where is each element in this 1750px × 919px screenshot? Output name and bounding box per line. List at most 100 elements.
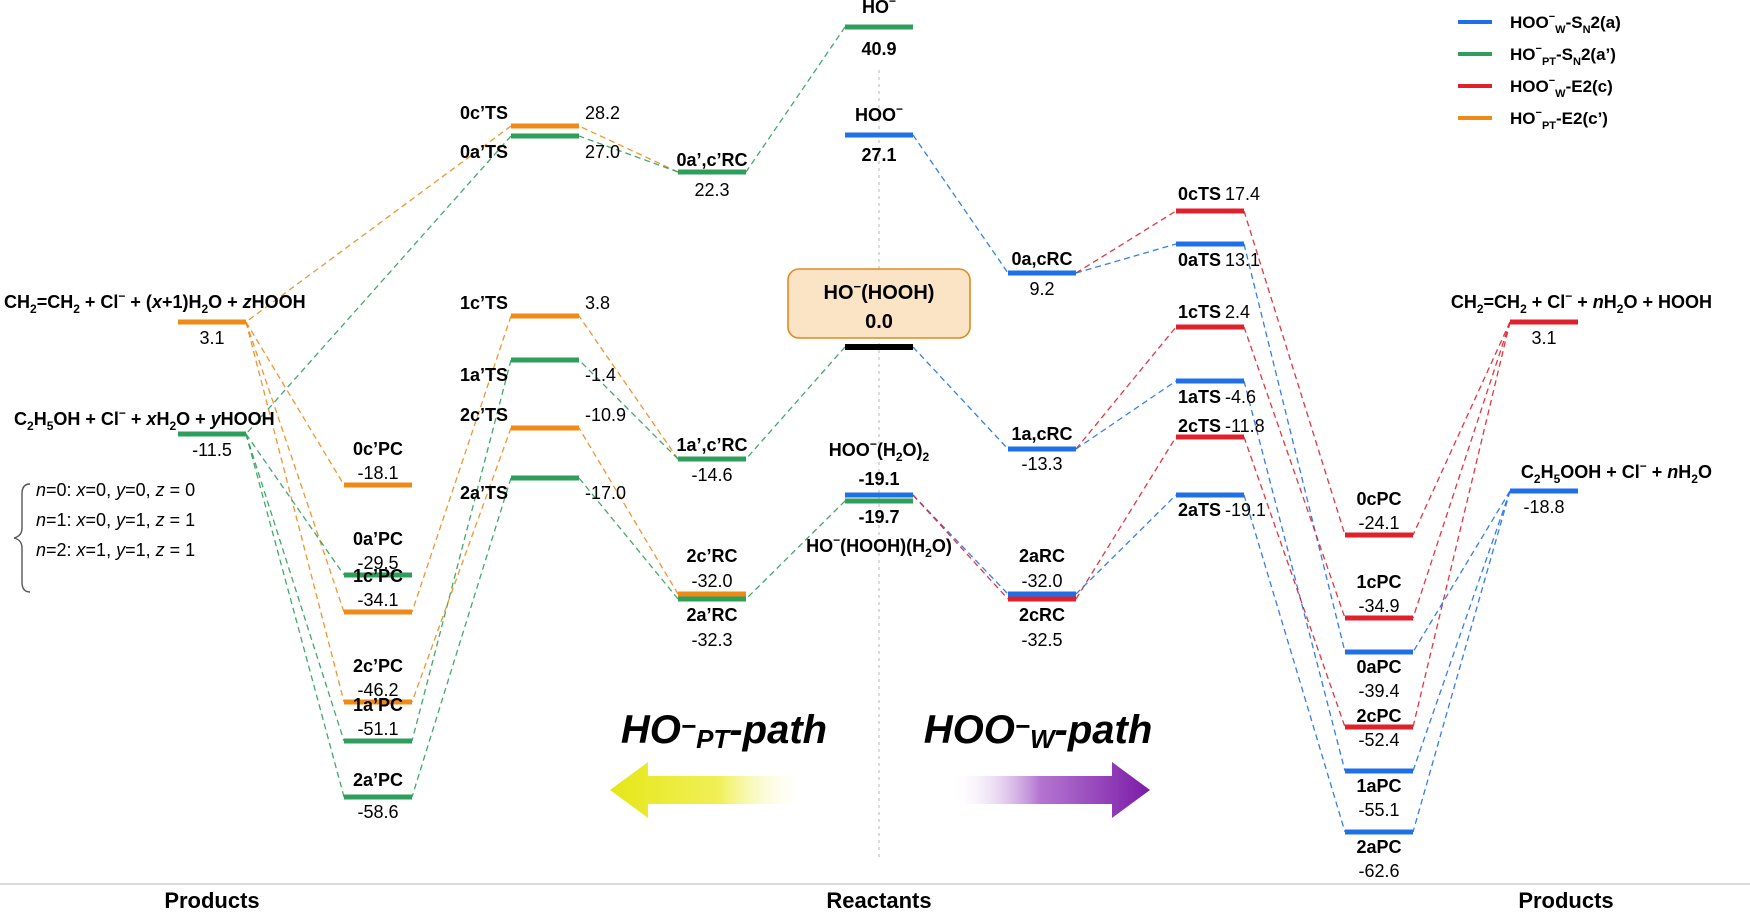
value-1ats: -4.6 — [1225, 387, 1256, 407]
value-1a-crc: -13.3 — [1021, 454, 1062, 474]
connector-ho-to-0a-c-rc — [745, 26, 846, 173]
value-1cpc: -34.9 — [1358, 596, 1399, 616]
value-2cpc: -52.4 — [1358, 730, 1399, 750]
value-1apc: -55.1 — [1358, 800, 1399, 820]
connector-2a-ts-to-2a-pc — [411, 477, 512, 798]
label-2a-pc: 2a’PC — [353, 770, 403, 790]
connector-1a-ts-to-1a-pc — [411, 359, 512, 742]
label-1c-pc: 1c’PC — [353, 566, 403, 586]
connector-2c-rc-to-2c-ts — [578, 427, 679, 595]
value-leftp-e2: 3.1 — [199, 328, 224, 348]
label-leftp-e2: CH2=CH2 + Cl− + (x+1)H2O + zHOOH — [4, 289, 306, 316]
connector-0a-ts-to-leftp-sn2 — [245, 135, 512, 435]
value-1c-ts: 3.8 — [585, 293, 610, 313]
ho-pt-path-label: HO−PT-path — [621, 708, 827, 754]
connector-rightp-sn2-to-1apc — [1412, 490, 1511, 772]
footnote-line-3: n=2: x=1, y=1, z = 1 — [36, 540, 195, 560]
label-rightp-sn2: C2H5OOH + Cl− + nH2O — [1521, 459, 1712, 486]
label-2arc: 2aRC — [1019, 546, 1065, 566]
value-hoo-h2o2: -19.1 — [858, 469, 899, 489]
label-0a-c-rc: 0a’,c’RC — [676, 150, 747, 170]
path-arrows — [610, 762, 1150, 818]
connector-1a-crc-to-1cts — [1075, 326, 1177, 450]
ho-pt-path-arrow — [610, 762, 808, 818]
label-2ats: 2aTS — [1178, 500, 1221, 520]
label-1a-pc: 1a’PC — [353, 695, 403, 715]
connector-1cts-to-1cpc — [1243, 326, 1346, 619]
label-leftp-sn2: C2H5OH + Cl− + xH2O + yHOOH — [14, 406, 275, 433]
value-ho-hooh-h2o: -19.7 — [858, 507, 899, 527]
label-0c-ts: 0c’TS — [460, 103, 508, 123]
value-1cts: 2.4 — [1225, 302, 1250, 322]
value-0c-pc: -18.1 — [357, 463, 398, 483]
label-2apc: 2aPC — [1356, 837, 1401, 857]
connector-2c-ts-to-2c-pc — [411, 427, 512, 703]
connector-rightp-e2-to-2cpc — [1412, 321, 1511, 728]
connector-0c-ts-to-leftp-e2 — [245, 125, 512, 323]
hoo-w-path-label: HOO−W-path — [924, 708, 1153, 754]
value-2ats: -19.1 — [1225, 500, 1266, 520]
value-0apc: -39.4 — [1358, 681, 1399, 701]
label-2c-rc: 2c’RC — [686, 546, 737, 566]
connector-1a-crc-to-1ats — [1075, 380, 1177, 450]
value-1a-c-rc: -14.6 — [691, 465, 732, 485]
value-0a-c-rc: 22.3 — [694, 180, 729, 200]
hoo-w-path-arrow — [950, 762, 1150, 818]
legend-label-ho-pt-sn2: HO−PT-SN2(a’) — [1510, 43, 1616, 68]
value-2cts: -11.8 — [1225, 416, 1265, 436]
label-1cpc: 1cPC — [1356, 572, 1401, 592]
label-2a-rc: 2a’RC — [686, 605, 737, 625]
connector-2arc-to-2ats — [1075, 494, 1177, 595]
label-0a-crc: 0a,cRC — [1011, 249, 1072, 269]
label-hoo: HOO− — [855, 102, 903, 125]
connector-reactant-to-1a-c-rc — [745, 346, 846, 460]
connector-rightp-e2-to-0cpc — [1412, 321, 1511, 536]
label-rightp-e2: CH2=CH2 + Cl− + nH2O + HOOH — [1451, 289, 1712, 316]
connector-0a-crc-to-0ats — [1075, 243, 1177, 274]
axis-label-reactants: Reactants — [826, 888, 931, 913]
connector-1a-c-rc-to-1a-ts — [578, 359, 679, 460]
label-1cts: 1cTS — [1178, 302, 1221, 322]
value-leftp-sn2: -11.5 — [192, 440, 232, 460]
legend-label-ho-pt-e2: HO−PT-E2(c’) — [1510, 107, 1608, 132]
label-ho: HO− — [862, 0, 896, 17]
value-2a-pc: -58.6 — [357, 802, 398, 822]
value-2c-pc: -46.2 — [357, 680, 398, 700]
connector-2a-rc-to-2a-ts — [578, 477, 679, 600]
label-0ats: 0aTS — [1178, 250, 1221, 270]
connector-reactant-to-1a-crc — [912, 346, 1009, 450]
legend: HOO−W-SN2(a)HO−PT-SN2(a’)HOO−W-E2(c)HO−P… — [1458, 11, 1621, 132]
connector-leftp-e2-to-0c-pc — [245, 321, 345, 486]
axis-label-left-products: Products — [164, 888, 259, 913]
axis-label-right-products: Products — [1518, 888, 1613, 913]
connector-2crc-to-2cts — [1075, 436, 1177, 600]
value-0a-pc: -29.5 — [357, 553, 398, 573]
value-0a-ts: 27.0 — [585, 142, 620, 162]
label-0cts: 0cTS — [1178, 184, 1221, 204]
connector-0cts-to-0cpc — [1243, 210, 1346, 536]
connector-1a-c-rc-to-1c-ts — [578, 315, 679, 460]
value-2a-ts: -17.0 — [585, 483, 626, 503]
axis-layer — [0, 70, 1750, 885]
connector-rightp-sn2-to-0apc — [1412, 490, 1511, 653]
value-rightp-sn2: -18.8 — [1523, 497, 1564, 517]
label-0apc: 0aPC — [1356, 657, 1401, 677]
label-ho-hooh-h2o: HO−(HOOH)(H2O) — [806, 533, 952, 560]
value-2c-ts: -10.9 — [585, 405, 626, 425]
value-0c-ts: 28.2 — [585, 103, 620, 123]
connector-rightp-sn2-to-2apc — [1412, 490, 1511, 833]
label-2cts: 2cTS — [1178, 416, 1221, 436]
label-1a-ts: 1a’TS — [460, 365, 508, 385]
label-0a-ts: 0a’TS — [460, 142, 508, 162]
label-1a-c-rc: 1a’,c’RC — [676, 435, 747, 455]
connector-0ats-to-0apc — [1243, 243, 1346, 653]
label-0c-pc: 0c’PC — [353, 439, 403, 459]
value-1c-pc: -34.1 — [357, 590, 398, 610]
connector-1c-ts-to-1c-pc — [411, 315, 512, 613]
connector-leftp-sn2-to-0a-pc — [245, 433, 345, 576]
value-rightp-e2: 3.1 — [1531, 328, 1556, 348]
label-2crc: 2cRC — [1019, 605, 1065, 625]
value-1a-pc: -51.1 — [357, 719, 398, 739]
label-1c-ts: 1c’TS — [460, 293, 508, 313]
